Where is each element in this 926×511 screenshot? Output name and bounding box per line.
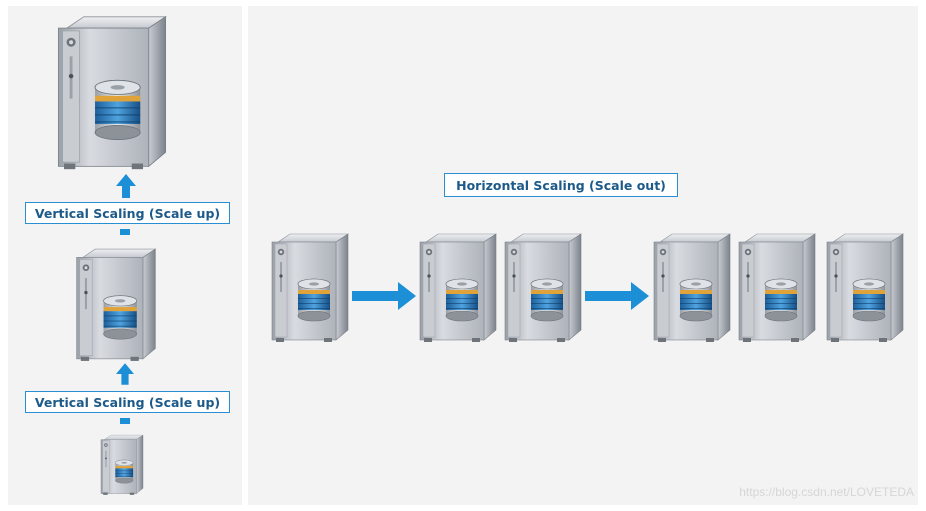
- arrow-right-icon: [585, 282, 649, 310]
- arrow-right-icon: [352, 282, 416, 310]
- connector-dash: [120, 229, 130, 235]
- server-tower-icon: [737, 232, 817, 344]
- server-tower-icon: [652, 232, 732, 344]
- server-tower-icon: [52, 14, 172, 172]
- server-tower-icon: [418, 232, 498, 344]
- vertical-scaling-label-top: Vertical Scaling (Scale up): [25, 202, 230, 224]
- vertical-scaling-label-bottom: Vertical Scaling (Scale up): [25, 391, 230, 413]
- connector-dash: [120, 418, 130, 424]
- arrow-up-icon: [116, 363, 134, 385]
- server-tower-icon: [99, 434, 145, 496]
- arrow-up-icon: [116, 174, 136, 198]
- server-tower-icon: [825, 232, 905, 344]
- server-tower-icon: [503, 232, 583, 344]
- server-tower-icon: [72, 247, 160, 363]
- watermark: https://blog.csdn.net/LOVETEDA: [739, 485, 914, 499]
- server-tower-icon: [270, 232, 350, 344]
- horizontal-scaling-label: Horizontal Scaling (Scale out): [444, 173, 678, 197]
